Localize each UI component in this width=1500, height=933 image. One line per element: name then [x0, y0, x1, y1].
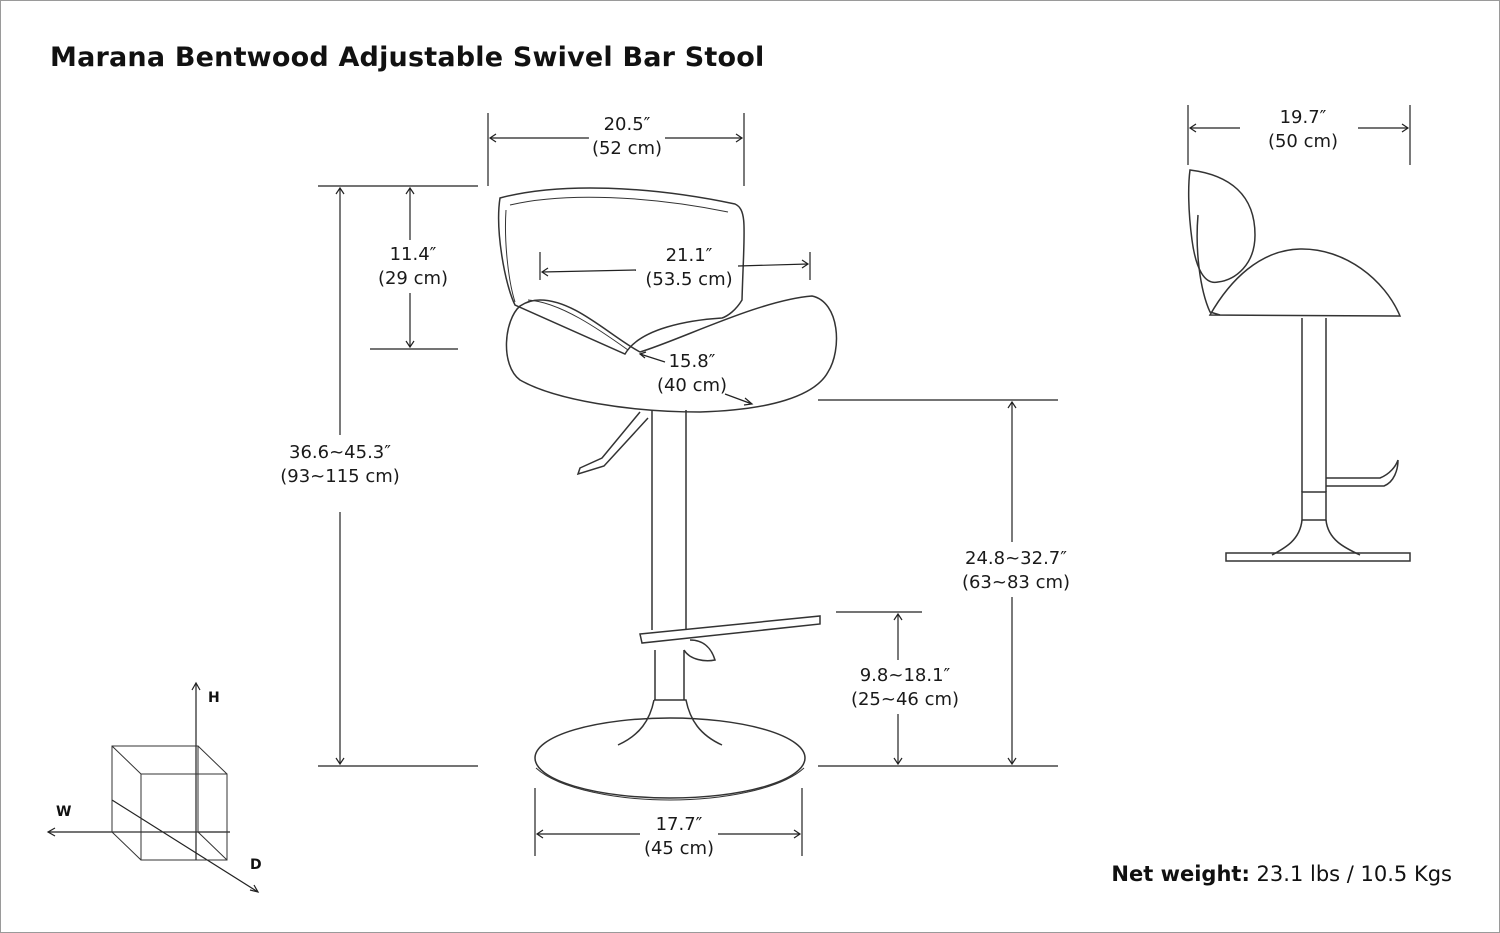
axis-h-label: H: [208, 690, 220, 706]
page-title: Marana Bentwood Adjustable Swivel Bar St…: [50, 42, 765, 73]
front-view-stool: [497, 187, 838, 801]
back-height-label: 11.4″(29 cm): [374, 243, 452, 291]
side-view-stool: [1187, 169, 1411, 562]
footrest-height-label: 9.8~18.1″(25~46 cm): [847, 664, 963, 712]
net-weight-value: 23.1 lbs / 10.5 Kgs: [1256, 862, 1452, 886]
axis-cube-icon: [46, 681, 260, 893]
back-width-label: 20.5″(52 cm): [588, 113, 666, 161]
axis-d-label: D: [250, 857, 262, 873]
side-depth-label: 19.7″(50 cm): [1264, 106, 1342, 154]
net-weight: Net weight: 23.1 lbs / 10.5 Kgs: [1111, 862, 1452, 886]
axis-w-label: W: [56, 804, 72, 820]
base-diameter-label: 17.7″(45 cm): [640, 813, 718, 861]
seat-height-label: 24.8~32.7″(63~83 cm): [958, 547, 1074, 595]
seat-depth-label: 15.8″(40 cm): [656, 351, 728, 396]
total-height-label: 36.6~45.3″(93~115 cm): [277, 441, 403, 489]
seat-width-label: 21.1″(53.5 cm): [642, 244, 736, 292]
net-weight-label: Net weight:: [1111, 862, 1250, 886]
